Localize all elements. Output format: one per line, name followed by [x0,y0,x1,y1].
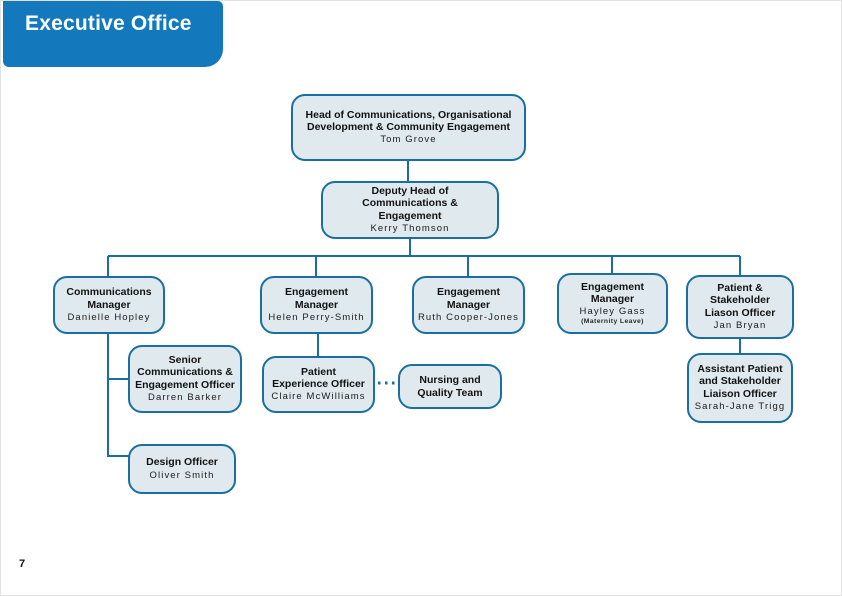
node-engagement-manager-ruth: Engagement Manager Ruth Cooper-Jones [412,276,525,334]
node-engagement-manager-helen: Engagement Manager Helen Perry-Smith [260,276,373,334]
person-name: Darren Barker [148,392,222,404]
person-name: Jan Bryan [713,320,767,332]
node-title-line: Deputy Head of [371,185,449,197]
node-senior-comms-engagement-officer: Senior Communications & Engagement Offic… [128,345,242,413]
node-title-line: Senior [168,354,202,366]
node-title-line: Engagement [378,209,442,222]
person-name: Claire McWilliams [271,391,366,403]
node-title-line: Engagement [580,280,644,293]
node-title-line: Manager [294,298,339,311]
node-title-line: Experience Officer [272,378,365,391]
slide-title-banner: Executive Office [3,1,223,67]
page-number: 7 [19,558,26,570]
node-design-officer: Design Officer Oliver Smith [128,444,236,494]
node-title-line: Communications & [137,366,233,379]
person-name: Oliver Smith [149,469,215,481]
node-title-line: Stakeholder [709,294,771,307]
node-title-line: Quality Team [417,386,483,399]
node-title-line: Head of Communications, Organisational [305,108,512,121]
node-title-line: Engagement [284,286,348,299]
node-title-line: Assistant Patient [697,363,783,375]
node-engagement-manager-hayley: Engagement Manager Hayley Gass (Maternit… [557,273,668,334]
node-patient-stakeholder-liason-officer: Patient & Stakeholder Liason Officer Jan… [686,275,794,339]
person-name: Ruth Cooper-Jones [417,311,520,323]
node-title-line: Nursing and [419,374,481,387]
node-communications-manager: Communications Manager Danielle Hopley [53,276,165,334]
person-name: Kerry Thomson [370,223,450,235]
node-title-line: Development & Community Engagement [306,121,511,134]
person-name: Danielle Hopley [67,311,151,323]
node-nursing-quality-team: Nursing and Quality Team [398,364,502,409]
node-title-line: Manager [87,298,131,311]
node-assistant-patient-stakeholder-liaison-officer: Assistant Patient and Stakeholder Liaiso… [687,353,793,423]
page-title: Executive Office [25,12,192,35]
node-head-of-communications: Head of Communications, Organisational D… [291,94,526,161]
person-name: Helen Perry-Smith [268,311,365,323]
maternity-leave-note: (Maternity Leave) [581,318,644,326]
person-name: Tom Grove [380,134,437,146]
node-title-line: Patient [300,365,336,378]
node-title-line: Manager [590,292,635,305]
node-title-line: Communications & [362,197,458,210]
node-title-line: Engagement Officer [135,378,235,391]
node-title-line: Liason Officer [704,306,776,319]
node-title-line: Design Officer [146,456,218,469]
person-name: Sarah-Jane Trigg [694,401,786,413]
node-deputy-head: Deputy Head of Communications & Engageme… [321,181,499,239]
node-title-line: Manager [446,298,491,311]
node-title-line: and Stakeholder [699,375,781,388]
node-title-line: Communications [66,286,152,299]
person-name: Hayley Gass [579,306,646,318]
node-title-line: Liaison Officer [703,387,777,400]
node-title-line: Patient & [717,282,763,294]
node-patient-experience-officer: Patient Experience Officer Claire McWill… [262,356,375,413]
node-title-line: Engagement [436,286,500,299]
